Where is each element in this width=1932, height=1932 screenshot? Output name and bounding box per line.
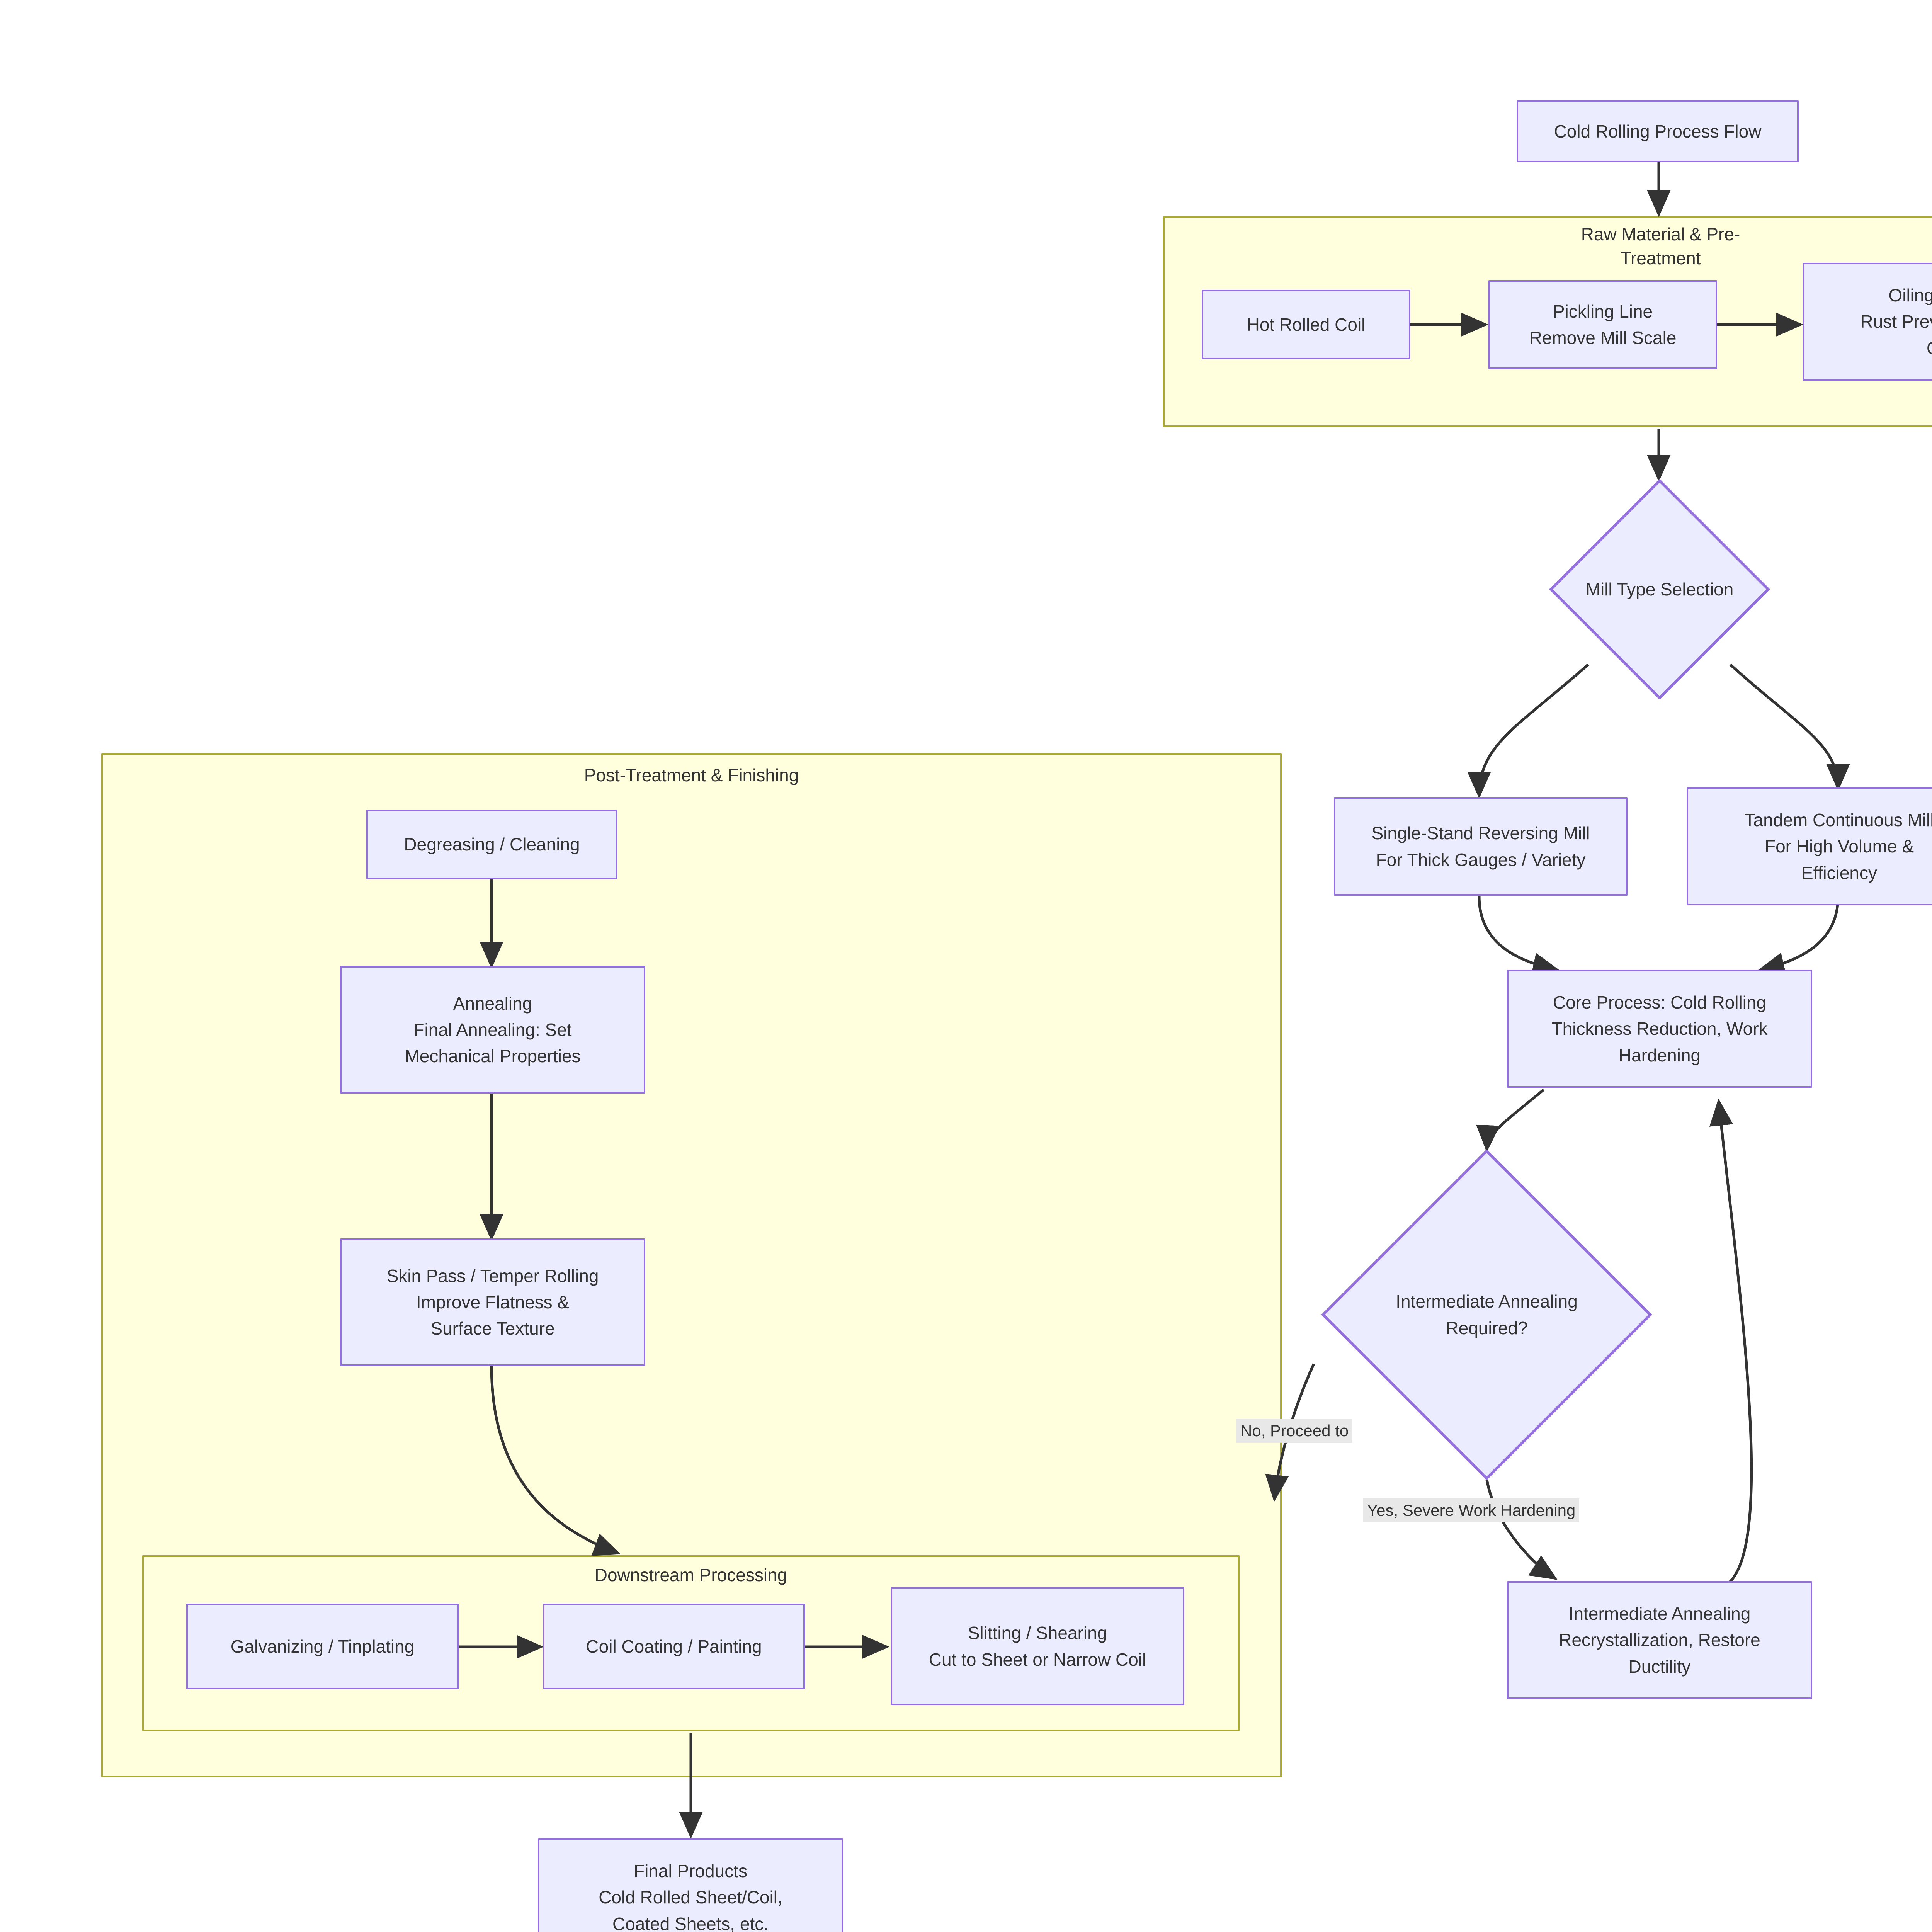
node-final-products[interactable]: Final Products Cold Rolled Sheet/Coil, C…: [538, 1838, 843, 1932]
node-pickling-line[interactable]: Pickling Line Remove Mill Scale: [1488, 280, 1717, 369]
cluster-post-treatment-title: Post-Treatment & Finishing: [584, 765, 799, 785]
edge-label-no-proceed: No, Proceed to: [1236, 1419, 1353, 1443]
edge-interdec-yes: [1485, 1480, 1558, 1580]
diamond-shape: [1549, 479, 1770, 699]
node-core-process[interactable]: Core Process: Cold Rolling Thickness Red…: [1507, 970, 1812, 1088]
node-coil-coating-painting[interactable]: Coil Coating / Painting: [543, 1604, 805, 1689]
diamond-shape: [1321, 1150, 1652, 1480]
node-slitting-shearing[interactable]: Slitting / Shearing Cut to Sheet or Narr…: [891, 1587, 1184, 1705]
node-oiling-trimming[interactable]: Oiling / Trimming Rust Prevention & Edge…: [1803, 263, 1932, 381]
node-mill-type-selection-label: Mill Type Selection: [1585, 579, 1734, 599]
edge-interann-to-core: [1709, 1099, 1753, 1585]
node-intermediate-annealing-decision[interactable]: Intermediate Annealing Required?: [1321, 1150, 1652, 1480]
node-annealing[interactable]: Annealing Final Annealing: Set Mechanica…: [340, 966, 645, 1094]
node-intermediate-annealing[interactable]: Intermediate Annealing Recrystallization…: [1507, 1581, 1812, 1699]
cluster-raw-material-title: Raw Material & Pre- Treatment: [1581, 224, 1740, 269]
node-intermediate-annealing-decision-label: Intermediate Annealing Required?: [1396, 1291, 1578, 1338]
node-galvanizing-tinplating[interactable]: Galvanizing / Tinplating: [186, 1604, 459, 1689]
node-single-stand-reversing-mill[interactable]: Single-Stand Reversing Mill For Thick Ga…: [1334, 797, 1628, 896]
node-mill-type-selection[interactable]: Mill Type Selection: [1549, 479, 1770, 699]
node-hot-rolled-coil[interactable]: Hot Rolled Coil: [1202, 290, 1410, 359]
edge-single-to-core: [1478, 896, 1560, 976]
node-tandem-continuous-mill[interactable]: Tandem Continuous Mill For High Volume &…: [1687, 787, 1932, 905]
cluster-downstream-title: Downstream Processing: [594, 1565, 787, 1585]
edge-tandem-to-core: [1757, 896, 1840, 976]
node-start[interactable]: Cold Rolling Process Flow: [1517, 100, 1799, 162]
node-skin-pass[interactable]: Skin Pass / Temper Rolling Improve Flatn…: [340, 1238, 645, 1366]
edge-core-to-interdec: [1476, 1088, 1545, 1152]
edge-label-yes-severe-work-hardening: Yes, Severe Work Hardening: [1363, 1498, 1580, 1523]
node-degreasing-cleaning[interactable]: Degreasing / Cleaning: [366, 810, 617, 879]
